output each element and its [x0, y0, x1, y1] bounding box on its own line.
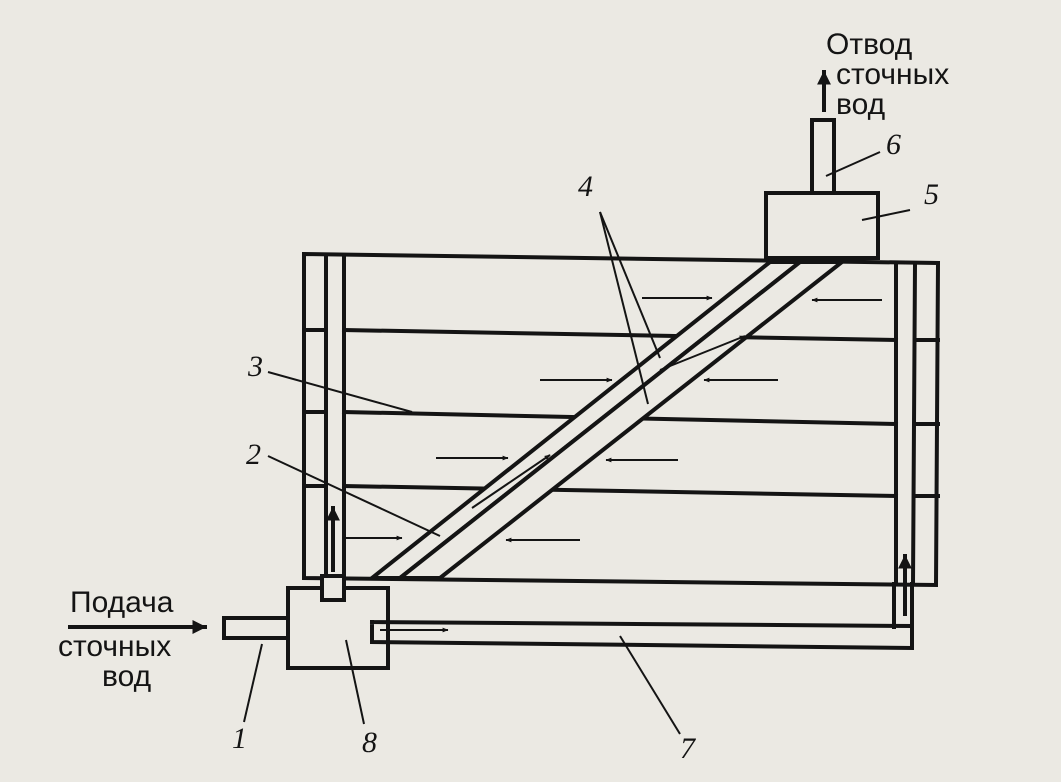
- leader-lines: [243, 151, 911, 735]
- callout-7: 7: [680, 732, 697, 765]
- callout-8: 8: [362, 726, 377, 759]
- outlet-label-line2: сточных: [836, 58, 949, 91]
- callout-4: 4: [578, 170, 593, 203]
- inlet-chamber: [68, 574, 914, 670]
- outlet-label-line1: Отвод: [826, 28, 912, 61]
- inlet-label-line2: сточных: [58, 630, 171, 663]
- callout-1: 1: [232, 722, 247, 755]
- inlet-label-line3: вод: [102, 660, 151, 693]
- callout-5: 5: [924, 178, 939, 211]
- outlet-label-line3: вод: [836, 88, 885, 121]
- callout-2: 2: [246, 438, 261, 471]
- outlet-chamber: [764, 70, 880, 260]
- callout-6: 6: [886, 128, 901, 161]
- flow-arrows: [326, 295, 912, 616]
- callout-3: 3: [247, 350, 263, 383]
- inlet-label-line1: Подача: [70, 586, 174, 619]
